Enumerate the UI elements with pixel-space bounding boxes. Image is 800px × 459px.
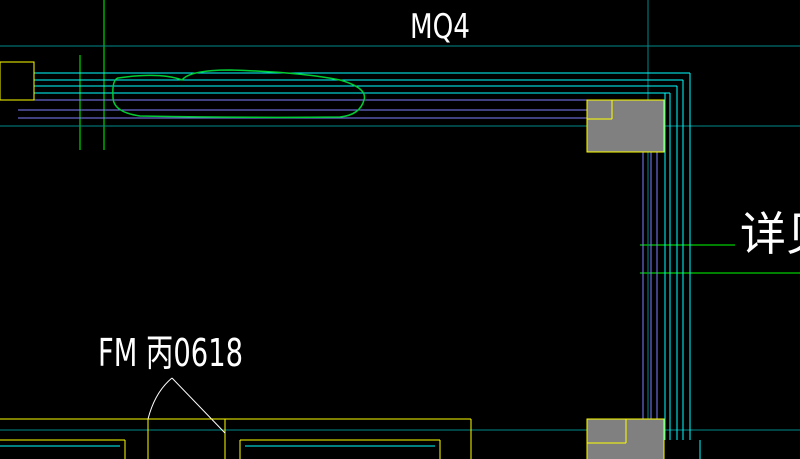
- detail-note-label: 详见: [740, 207, 800, 261]
- door-swing[interactable]: [147, 377, 226, 434]
- column-top-right[interactable]: [586, 99, 665, 153]
- wall-mq4-lines: [18, 72, 690, 119]
- axis-lines: [79, 0, 800, 274]
- wall-right-lines: [642, 73, 691, 440]
- wall-tag-label: MQ4: [410, 7, 470, 47]
- revision-cloud[interactable]: [112, 69, 366, 119]
- column-bottom-right[interactable]: [586, 418, 665, 459]
- wall-end-stub: [0, 61, 35, 101]
- bottom-wall-cyan: [0, 440, 701, 459]
- door-tag-label: FM 丙0618: [98, 331, 243, 375]
- bottom-wall: [0, 418, 472, 459]
